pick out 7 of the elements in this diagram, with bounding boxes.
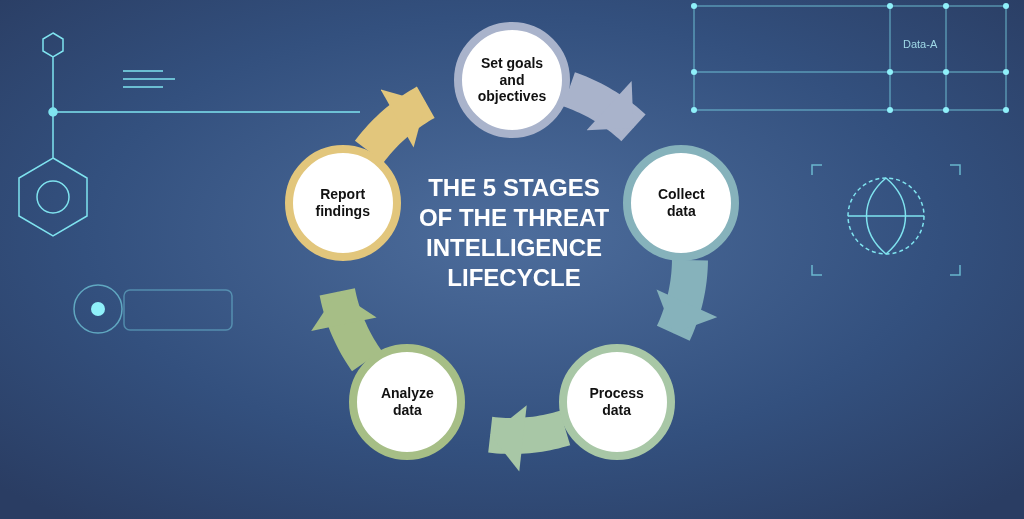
stage-label: Collect data	[656, 186, 706, 220]
title: THE 5 STAGES OF THE THREAT INTELLIGENCE LIFECYCLE	[417, 173, 611, 293]
stage-label: Report findings	[314, 186, 371, 220]
stage-label: Process data	[588, 385, 645, 419]
stage-label: Analyze data	[379, 385, 435, 419]
stage-label: Set goals and objectives	[476, 54, 548, 106]
hud-label: Data-A	[903, 38, 938, 50]
